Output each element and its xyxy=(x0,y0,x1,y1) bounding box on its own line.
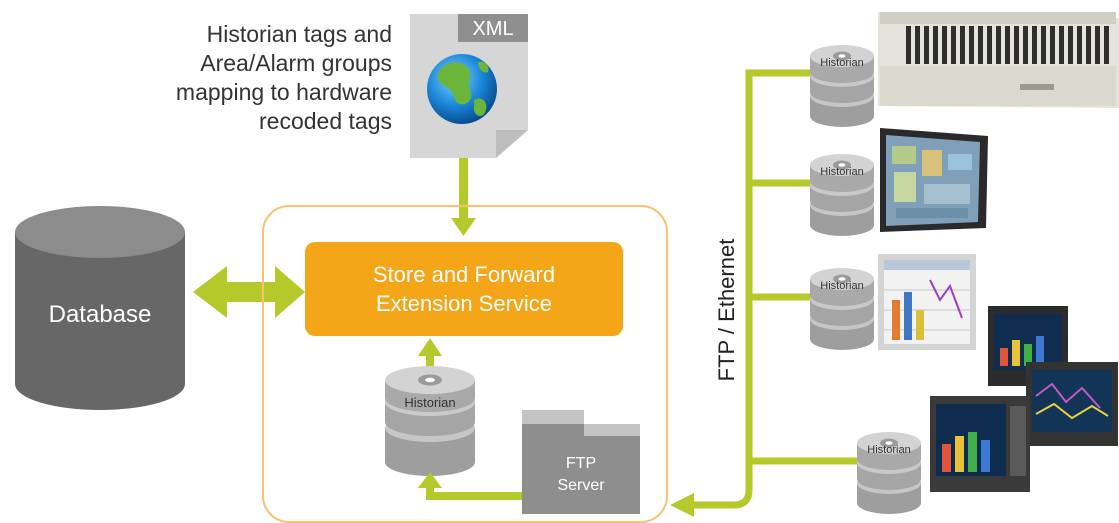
ftp-server-label-line2: Server xyxy=(557,477,605,494)
ftp-server-label-line1: FTP xyxy=(566,455,596,472)
ftp-ethernet-bus xyxy=(670,69,864,517)
database-label: Database xyxy=(49,301,152,328)
mapping-text-line-4: recoded tags xyxy=(259,108,392,134)
service-container-border xyxy=(262,205,668,523)
device4-historian-disk-icon: Historian xyxy=(857,432,921,514)
device2-historian-disk-icon: Historian xyxy=(810,154,874,236)
device4-historian-label: Historian xyxy=(867,444,910,456)
device3-historian-label: Historian xyxy=(820,280,863,292)
service-label-line2: Extension Service xyxy=(376,291,552,316)
central-historian-disk-icon: Historian xyxy=(385,366,475,476)
chart-recorder-device-image xyxy=(878,254,976,350)
central-historian-label: Historian xyxy=(404,395,455,410)
ftp-ethernet-label: FTP / Ethernet xyxy=(714,239,739,382)
historian-to-service-arrow xyxy=(418,338,442,371)
store-forward-service-box: Store and Forward Extension Service xyxy=(305,242,623,336)
device1-historian-label: Historian xyxy=(820,57,863,69)
mapping-text-line-3: mapping to hardware xyxy=(175,79,392,105)
xml-to-service-arrow xyxy=(451,158,476,236)
ftp-server-folder-icon: FTP Server xyxy=(522,410,640,514)
xml-label: XML xyxy=(472,18,513,40)
device1-historian-disk-icon: Historian xyxy=(810,45,874,127)
mapping-text-line-1: Historian tags and xyxy=(206,21,392,47)
globe-icon xyxy=(427,54,497,124)
mapping-text-line-2: Area/Alarm groups xyxy=(200,50,392,76)
device2-historian-label: Historian xyxy=(820,166,863,178)
touch-panel-device-image xyxy=(880,128,988,232)
rack-device-image xyxy=(878,12,1119,108)
device3-historian-disk-icon: Historian xyxy=(810,268,874,350)
database-cylinder: Database xyxy=(15,206,185,410)
service-label-line1: Store and Forward xyxy=(373,262,555,287)
database-service-double-arrow xyxy=(193,266,305,318)
mapping-description: Historian tags and Area/Alarm groups map… xyxy=(120,20,392,136)
panel-recorders-device-image xyxy=(930,306,1118,492)
ftp-to-historian-arrow xyxy=(418,472,522,500)
